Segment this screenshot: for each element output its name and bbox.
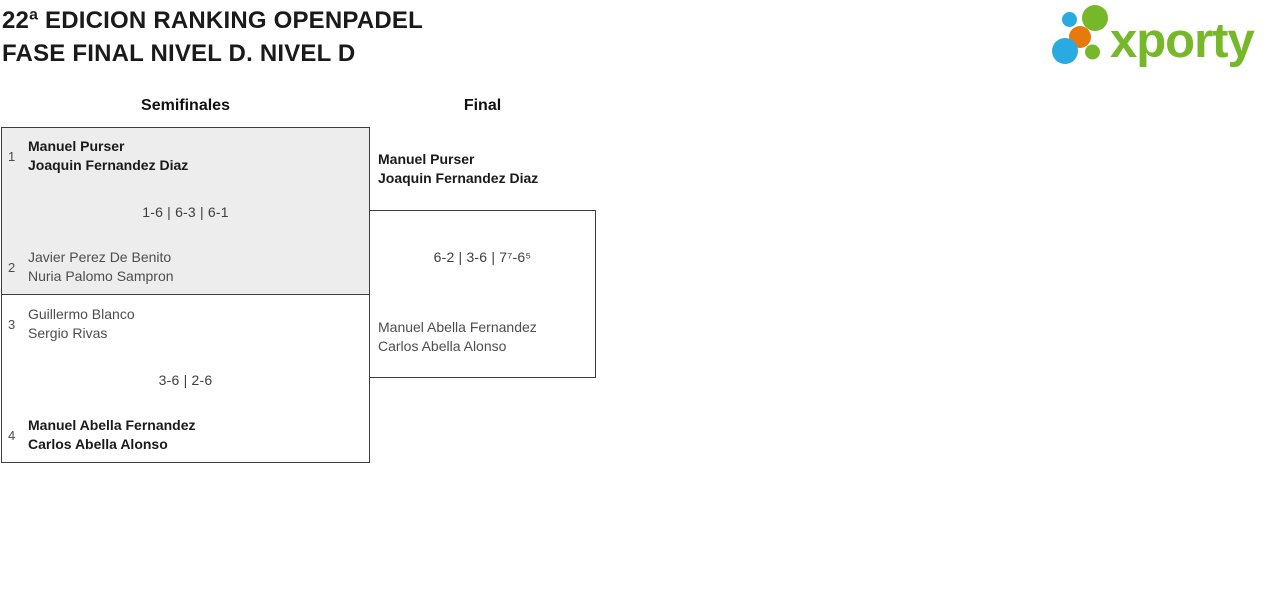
player-name: Joaquin Fernandez Diaz bbox=[378, 170, 539, 186]
logo-dots-icon bbox=[1052, 5, 1108, 64]
round-header-semifinales: Semifinales bbox=[141, 97, 230, 114]
seed-number: 3 bbox=[8, 316, 16, 332]
player-name: Manuel Purser bbox=[28, 138, 125, 154]
semifinal-match-2-box bbox=[1, 294, 370, 463]
seed-number: 2 bbox=[8, 259, 16, 275]
player-name: Sergio Rivas bbox=[28, 325, 108, 341]
final-match-box bbox=[369, 210, 596, 378]
match-score: 1-6 | 6-3 | 6-1 bbox=[142, 204, 229, 220]
team-row: 3 Guillermo Blanco Sergio Rivas bbox=[8, 305, 135, 343]
player-name: Guillermo Blanco bbox=[28, 306, 135, 322]
title-line-2: FASE FINAL NIVEL D. NIVEL D bbox=[2, 40, 356, 67]
player-name: Manuel Abella Fernandez bbox=[28, 417, 196, 433]
player-name: Joaquin Fernandez Diaz bbox=[28, 157, 189, 173]
seed-number: 1 bbox=[8, 148, 16, 164]
player-name: Manuel Purser bbox=[378, 151, 475, 167]
title-line-1: 22ª EDICION RANKING OPENPADEL bbox=[2, 7, 423, 34]
player-name: Nuria Palomo Sampron bbox=[28, 268, 174, 284]
xporty-logo[interactable]: xporty bbox=[1048, 0, 1280, 72]
team-row: 1 Manuel Purser Joaquin Fernandez Diaz bbox=[8, 137, 188, 175]
match-score: 3-6 | 2-6 bbox=[158, 372, 213, 388]
match-score: 6-2 | 3-6 | 7⁷-6⁵ bbox=[433, 249, 532, 265]
team-row: 2 Javier Perez De Benito Nuria Palomo Sa… bbox=[8, 248, 174, 286]
player-name: Carlos Abella Alonso bbox=[378, 338, 507, 354]
player-name: Carlos Abella Alonso bbox=[28, 436, 168, 452]
team-row: 4 Manuel Abella Fernandez Carlos Abella … bbox=[8, 416, 196, 454]
player-name: Manuel Abella Fernandez bbox=[378, 319, 537, 335]
player-name: Javier Perez De Benito bbox=[28, 249, 172, 265]
page-title: 22ª EDICION RANKING OPENPADEL FASE FINAL… bbox=[2, 4, 423, 70]
seed-number: 4 bbox=[8, 427, 16, 443]
team-row: Manuel Abella Fernandez Carlos Abella Al… bbox=[378, 318, 537, 356]
logo-wordmark: xporty bbox=[1110, 14, 1255, 68]
team-row: Manuel Purser Joaquin Fernandez Diaz bbox=[378, 150, 538, 188]
round-header-final: Final bbox=[463, 97, 502, 114]
